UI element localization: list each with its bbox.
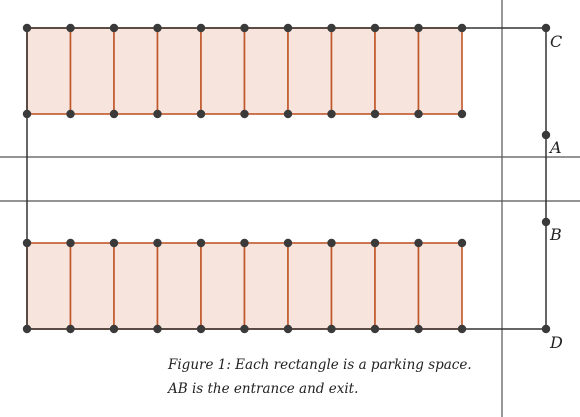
point-label-c: C [550, 32, 562, 51]
top-row-vertex-bottom-9 [414, 109, 423, 119]
bottom-row-space-2 [69, 242, 115, 330]
top-row-space-7 [287, 27, 333, 115]
bottom-row-vertex-top-4 [196, 238, 206, 248]
top-row-space-1 [26, 27, 72, 115]
top-row-vertex-bottom-0 [22, 109, 32, 119]
top-row-spaces [26, 27, 463, 115]
top-row-space-4 [156, 27, 202, 115]
bottom-row-vertex-bottom-4 [196, 324, 206, 334]
top-row-space-8 [330, 27, 376, 115]
top-row-vertex-top-4 [196, 23, 206, 33]
top-row-vertex-top-9 [414, 23, 423, 33]
top-row-space-9 [374, 27, 420, 115]
bottom-row-vertex-bottom-6 [283, 324, 293, 334]
top-row-vertex-bottom-2 [109, 109, 119, 119]
bottom-row-space-9 [374, 242, 420, 330]
top-row-space-10 [417, 27, 463, 115]
bottom-row-vertex-bottom-10 [457, 324, 467, 334]
top-row-vertex-bottom-5 [240, 109, 249, 119]
top-row-vertex-top-5 [240, 23, 249, 33]
labeled-points [541, 23, 551, 334]
bottom-row-vertex-top-9 [414, 238, 423, 248]
top-row-space-3 [113, 27, 159, 115]
top-row-vertex-top-3 [153, 23, 162, 33]
bottom-row-space-1 [26, 242, 72, 330]
point-labels: C A B D [548, 32, 563, 352]
caption-line-1: Figure 1: Each rectangle is a parking sp… [168, 357, 472, 373]
top-row-vertex-top-6 [283, 23, 293, 33]
top-row-vertex-top-1 [66, 23, 75, 33]
point-label-a: A [548, 138, 562, 157]
point-c-marker [541, 23, 551, 33]
bottom-row-space-6 [243, 242, 289, 330]
top-row-vertex-top-7 [327, 23, 336, 33]
bottom-row-vertex-bottom-3 [153, 324, 162, 334]
bottom-row-vertex-bottom-8 [370, 324, 380, 334]
bottom-row-vertex-top-7 [327, 238, 336, 248]
bottom-row-vertex-bottom-9 [414, 324, 423, 334]
top-row-vertex-bottom-6 [283, 109, 293, 119]
top-row-vertex-top-0 [22, 23, 32, 33]
bottom-row-vertex-bottom-5 [240, 324, 249, 334]
bottom-row-vertex-bottom-2 [109, 324, 119, 334]
bottom-row-space-3 [113, 242, 159, 330]
top-row-vertex-top-2 [109, 23, 119, 33]
vertices [22, 23, 467, 334]
top-row-space-5 [200, 27, 246, 115]
figure-caption: Figure 1: Each rectangle is a parking sp… [168, 353, 488, 401]
top-row-space-6 [243, 27, 289, 115]
bottom-row-space-5 [200, 242, 246, 330]
bottom-row-space-7 [287, 242, 333, 330]
bottom-row-vertex-bottom-1 [66, 324, 75, 334]
point-d-marker [541, 324, 551, 334]
bottom-row-vertex-top-5 [240, 238, 249, 248]
top-row-vertex-bottom-7 [327, 109, 336, 119]
point-a-marker [541, 130, 551, 140]
top-row-vertex-bottom-8 [370, 109, 380, 119]
bottom-row-vertex-top-1 [66, 238, 75, 248]
bottom-row-vertex-top-0 [22, 238, 32, 248]
bottom-row-vertex-top-6 [283, 238, 293, 248]
point-label-d: D [549, 333, 563, 352]
bottom-row-vertex-top-10 [457, 238, 467, 248]
bottom-row-vertex-bottom-7 [327, 324, 336, 334]
top-row-vertex-bottom-4 [196, 109, 206, 119]
top-row-vertex-bottom-10 [457, 109, 467, 119]
point-label-b: B [549, 225, 562, 244]
top-row-vertex-bottom-1 [66, 109, 75, 119]
caption-line-2: AB is the entrance and exit. [168, 381, 359, 397]
bottom-row-vertex-top-2 [109, 238, 119, 248]
bottom-row-space-8 [330, 242, 376, 330]
bottom-row-space-4 [156, 242, 202, 330]
point-b-marker [541, 217, 551, 227]
bottom-row-vertex-top-3 [153, 238, 162, 248]
bottom-row-space-10 [417, 242, 463, 330]
bottom-row-vertex-bottom-0 [22, 324, 32, 334]
top-row-space-2 [69, 27, 115, 115]
bottom-row-spaces [26, 242, 463, 330]
top-row-vertex-top-10 [457, 23, 467, 33]
top-row-vertex-top-8 [370, 23, 380, 33]
bottom-row-vertex-top-8 [370, 238, 380, 248]
top-row-vertex-bottom-3 [153, 109, 162, 119]
